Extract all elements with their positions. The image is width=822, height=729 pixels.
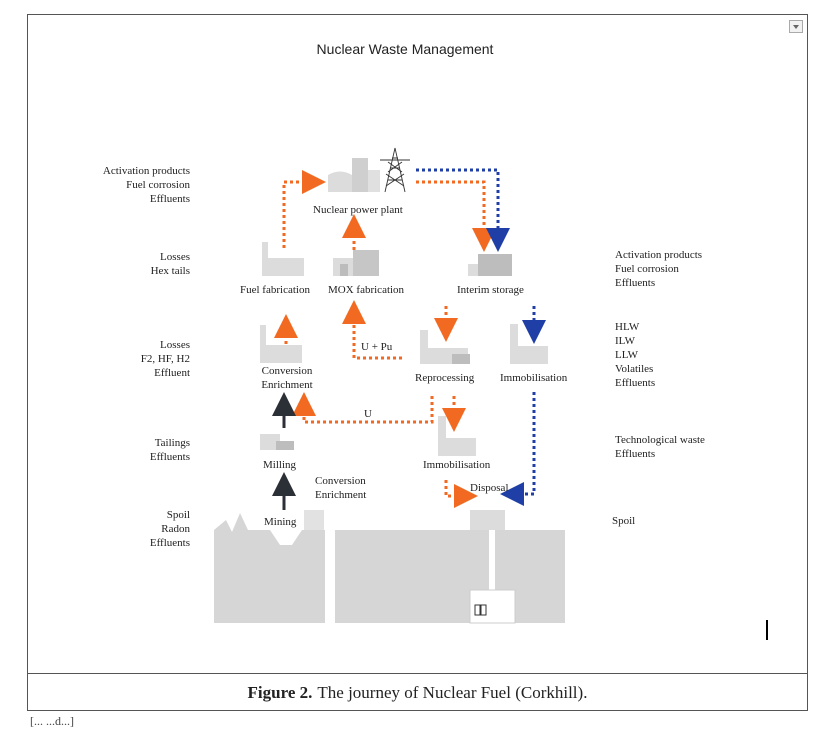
left-label-fabrication: Losses Hex tails xyxy=(150,251,190,277)
right-label-immobilisation: Technological waste Effluents xyxy=(615,434,705,460)
text-cursor xyxy=(766,620,768,640)
immobilisation-mid-icon xyxy=(438,416,476,456)
repository-shaft xyxy=(489,530,495,590)
stage-immobilisation-right: Immobilisation xyxy=(500,372,568,384)
stage-mox-fabrication: MOX fabrication xyxy=(328,284,405,296)
flow-plant-to-storage xyxy=(416,180,496,252)
mox-fabrication-icon xyxy=(333,250,379,276)
stage-mining: Mining xyxy=(264,516,297,528)
disposal-surface-building xyxy=(470,510,505,530)
caption-label: Figure 2. xyxy=(247,682,313,702)
flow-fuel-to-plant xyxy=(282,170,326,248)
caption-text: The journey of Nuclear Fuel (Corkhill). xyxy=(317,682,588,702)
stage-milling: Milling xyxy=(263,459,297,471)
milling-icon xyxy=(260,434,294,450)
left-label-milling: Tailings Effluents xyxy=(149,437,190,463)
stage-conversion-enrichment-top: Conversion Enrichment xyxy=(261,365,313,391)
figure-frame xyxy=(27,14,808,711)
right-label-disposal: Spoil xyxy=(612,515,636,527)
vault-icon xyxy=(474,604,487,616)
flow-to-disposal xyxy=(444,480,478,508)
flow-label-u-pu: U + Pu xyxy=(361,341,393,353)
stage-reprocessing: Reprocessing xyxy=(415,372,475,384)
right-label-storage: Activation products Fuel corrosion Efflu… xyxy=(615,249,703,289)
figure-title: Nuclear Waste Management xyxy=(316,41,494,57)
ground-block-right xyxy=(335,530,565,623)
immobilisation-right-icon xyxy=(510,324,548,364)
ground-block-left xyxy=(214,513,325,623)
partial-text-line: [... ...d...] xyxy=(30,714,74,728)
figure-caption: Figure 2. The journey of Nuclear Fuel (C… xyxy=(27,673,808,711)
left-label-mining: Spoil Radon Effluents xyxy=(149,509,190,549)
conversion-enrichment-icon xyxy=(260,325,302,363)
stage-power-plant: Nuclear power plant xyxy=(313,204,403,216)
flow-u-to-enrich xyxy=(292,392,434,424)
flow-blue-immob-to-disposal xyxy=(500,392,536,506)
stage-conversion-enrichment-low: Conversion Enrichment xyxy=(315,475,367,501)
interim-storage-icon xyxy=(468,254,512,276)
stage-interim-storage: Interim storage xyxy=(457,284,524,296)
power-plant-icon xyxy=(328,147,410,193)
fuel-fabrication-icon xyxy=(262,242,304,276)
mine-headframe xyxy=(304,510,324,530)
left-label-conversion: Losses F2, HF, H2 Effluent xyxy=(140,339,190,379)
flow-blue-plant-to-storage xyxy=(416,168,510,252)
stage-immobilisation-mid: Immobilisation xyxy=(423,459,491,471)
reprocessing-icon xyxy=(420,330,470,364)
flow-pu-to-mox xyxy=(342,300,402,360)
stage-disposal: Disposal xyxy=(470,482,509,494)
left-label-plant: Activation products Fuel corrosion Efflu… xyxy=(102,165,190,205)
repository-vault xyxy=(469,589,516,624)
dropdown-arrow-icon[interactable] xyxy=(789,20,803,33)
stage-fuel-fabrication: Fuel fabrication xyxy=(240,284,310,296)
flow-label-u: U xyxy=(364,408,372,420)
right-label-reprocessing: HLW ILW LLW Volatiles Effluents xyxy=(615,321,656,389)
